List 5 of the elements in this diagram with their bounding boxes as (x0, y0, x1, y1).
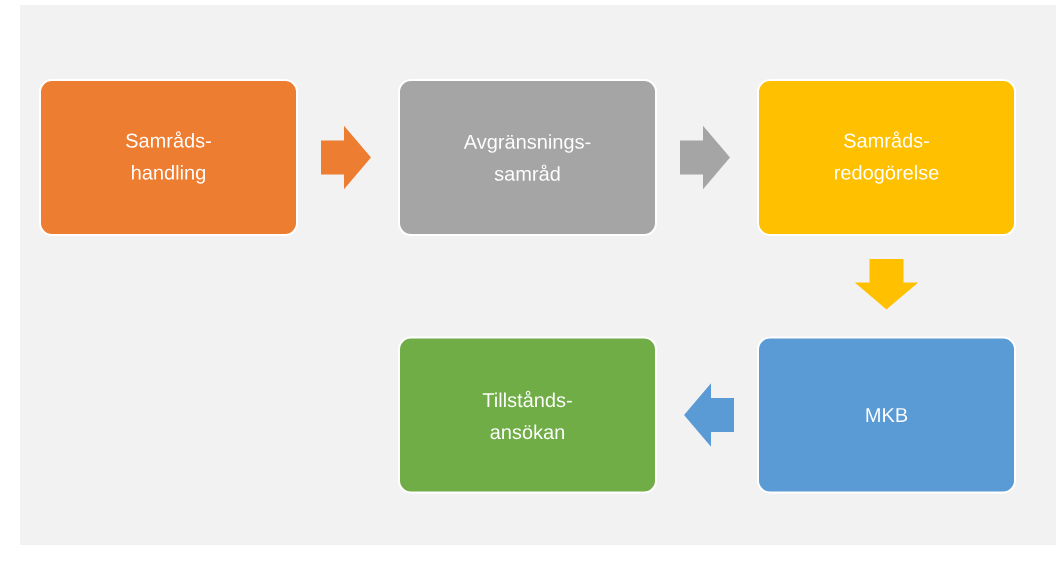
process-box: Tillstånds- ansökan (398, 336, 657, 494)
process-box: Samråds- handling (39, 79, 298, 236)
process-box: MKB (757, 336, 1016, 494)
process-box: Avgränsnings- samråd (398, 79, 657, 236)
process-box: Samråds- redogörelse (757, 79, 1016, 236)
